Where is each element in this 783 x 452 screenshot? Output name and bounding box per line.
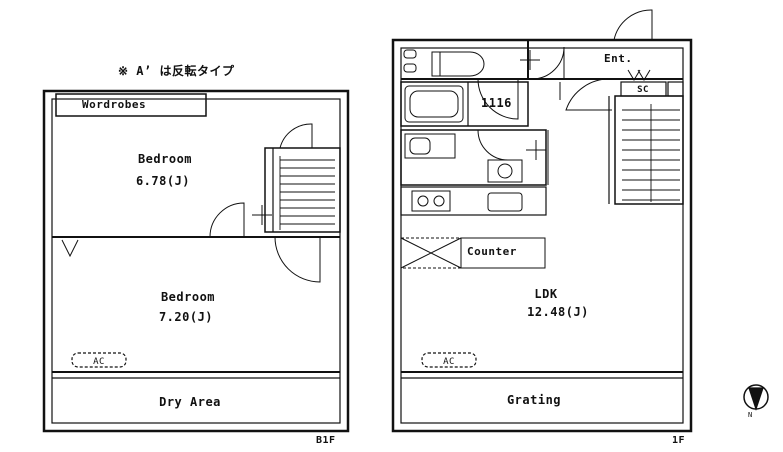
b1f-ac-unit [71,352,127,368]
f1-walls [391,38,693,433]
grating-label: Grating [506,393,562,407]
bath-size-label: 1116 [481,96,512,110]
bedroom2-size: 7.20(J) [158,310,214,324]
b1f-walls [42,89,350,433]
entrance-label: Ent. [604,52,633,65]
f1-doors [477,9,653,185]
shoe-cabinet-label: SC [637,85,649,95]
f1-fixtures [400,49,546,269]
compass-north-label: N [748,411,753,419]
bedroom1-name: Bedroom [137,152,193,166]
ldk-name: LDK [534,287,558,301]
b1f-doors [61,123,321,283]
dry-area-label: Dry Area [159,395,221,409]
bedroom1-size: 6.78(J) [135,174,191,188]
bedroom2-name: Bedroom [160,290,216,304]
reverse-type-note: ※ A’ は反転タイプ [118,64,235,78]
ldk-size: 12.48(J) [527,305,589,319]
f1-ac-label: AC [443,357,455,367]
b1f-stairs [279,156,335,230]
wardrobes-label: Wordrobes [82,98,147,111]
b1f-floor-label: B1F [316,435,336,446]
f1-stairs [622,104,680,202]
compass-icon [743,384,769,411]
f1-floor-label: 1F [672,435,686,446]
f1-ac-unit [421,352,477,368]
b1f-ac-label: AC [93,357,105,367]
counter-label: Counter [467,245,517,258]
